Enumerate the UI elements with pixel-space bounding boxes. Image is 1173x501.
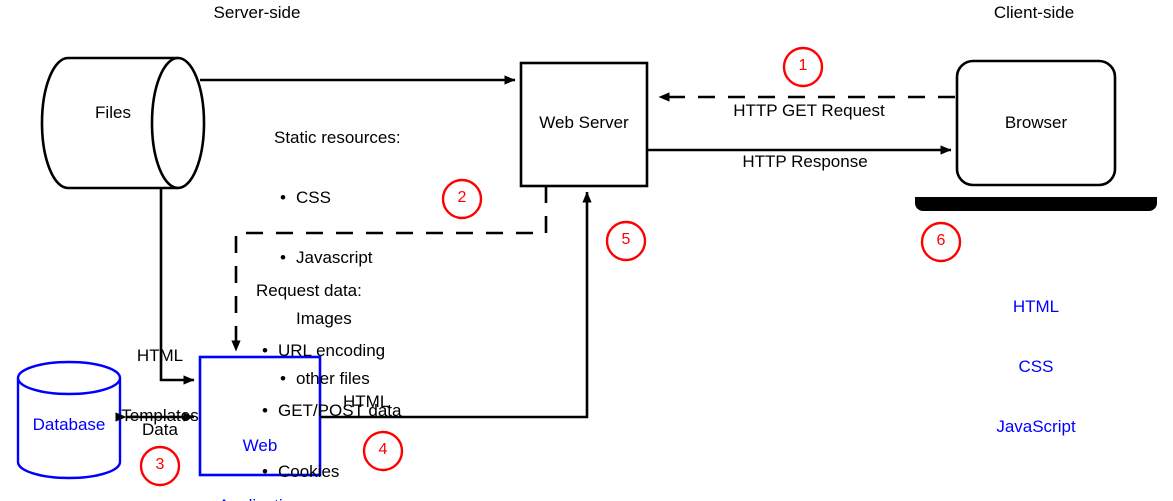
client-tech-2: JavaScript: [996, 417, 1076, 437]
node-web-application-label: Web Application: [200, 396, 320, 501]
step-marker-1-label: 1: [798, 57, 808, 74]
static-resources-item-2-text: Images: [296, 308, 352, 328]
step-marker-4-label: 4: [378, 441, 388, 458]
header-client-side: Client-side: [993, 3, 1075, 22]
bullet-icon: •: [262, 461, 268, 481]
edge-label-html: HTML: [343, 392, 390, 411]
annotation-request-data: Request data: • URL encoding • GET/POST da…: [256, 241, 401, 501]
step-marker-2-label: 2: [457, 189, 467, 206]
static-resources-item-1-text: Javascript: [296, 248, 373, 268]
bullet-icon: •: [262, 341, 268, 361]
edge-label-http-get-request: HTTP GET Request: [733, 101, 885, 120]
step-marker-6: [920, 221, 962, 263]
request-data-item-2-text: Cookies: [278, 461, 340, 481]
edge-label-data: Data: [142, 420, 178, 439]
request-data-item-1-text: GET/POST data: [278, 401, 402, 421]
node-files-label: Files: [95, 103, 131, 122]
header-server-side: Server-side: [213, 3, 301, 22]
node-web-application-label-line1: Web: [242, 436, 278, 456]
request-data-item-0-text: URL encoding: [278, 341, 386, 361]
node-web-server-label: Web Server: [539, 113, 629, 132]
request-data-item-0: • URL encoding: [256, 341, 401, 361]
node-web-server-shape: [519, 61, 649, 188]
edge-label-html-templates-line1: HTML: [136, 346, 184, 366]
annotation-client-tech: HTML CSS JavaScript: [976, 257, 1096, 478]
bullet-icon: •: [280, 188, 286, 208]
step-marker-4: [362, 430, 404, 472]
step-marker-2: [441, 178, 483, 220]
step-marker-5-label: 5: [621, 231, 631, 248]
edge-label-html-templates-line2: Templates: [121, 406, 199, 426]
step-marker-6-label: 6: [936, 232, 946, 249]
node-database-shape: [16, 360, 122, 480]
static-resources-item-2: Images: [274, 309, 401, 329]
step-marker-5: [605, 220, 647, 262]
node-web-application-label-line2: Application: [200, 496, 320, 501]
edge-html-templates: [159, 188, 195, 385]
request-data-item-2: • Cookies: [256, 462, 401, 482]
node-browser-shape: [955, 59, 1117, 187]
bullet-icon: •: [280, 248, 286, 268]
browser-laptop-base: [915, 197, 1157, 211]
step-marker-3: [139, 445, 181, 487]
edge-html-to-web-server: [320, 191, 592, 419]
static-resources-item-0: • CSS: [274, 188, 401, 208]
bullet-icon: •: [280, 368, 286, 388]
request-data-heading: Request data:: [256, 281, 362, 301]
node-browser-label: Browser: [1004, 113, 1068, 132]
static-resources-item-1: • Javascript: [274, 248, 401, 268]
static-resources-item-0-text: CSS: [296, 188, 331, 208]
client-tech-0: HTML: [1012, 297, 1060, 317]
static-resources-heading: Static resources:: [274, 128, 401, 148]
step-marker-3-label: 3: [155, 456, 165, 473]
edge-label-http-response: HTTP Response: [742, 152, 868, 171]
request-data-item-1: • GET/POST data: [256, 401, 401, 421]
static-resources-item-3: • other files: [274, 369, 401, 389]
step-marker-1: [782, 46, 824, 88]
annotation-static-resources: Static resources: • CSS • Javascript Image…: [274, 88, 401, 429]
node-files-shape: [40, 56, 206, 190]
bullet-icon: •: [262, 401, 268, 421]
client-tech-1: CSS: [1018, 357, 1054, 377]
node-database-label: Database: [32, 415, 106, 434]
static-resources-item-3-text: other files: [296, 368, 370, 388]
edge-label-html-templates: HTML Templates: [110, 306, 210, 466]
